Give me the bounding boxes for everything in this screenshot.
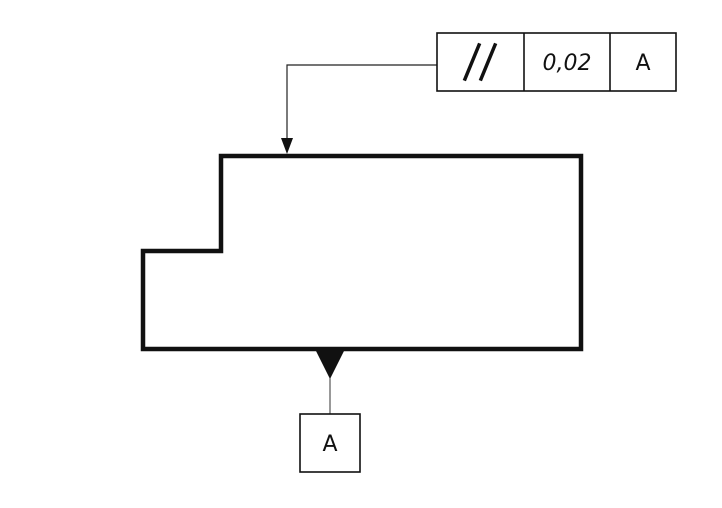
leader-arrowhead (281, 138, 293, 154)
fcf-border (436, 32, 677, 92)
part-outline (140, 153, 584, 352)
datum-feature-symbol: A (299, 351, 361, 473)
parallelism-icon (462, 42, 498, 82)
fcf-tolerance-value: 0,02 (543, 51, 592, 76)
leader-line (286, 64, 437, 140)
datum-triangle (316, 351, 344, 379)
datum-frame (299, 413, 361, 473)
fcf-datum-reference: A (635, 51, 650, 76)
datum-letter: A (322, 432, 337, 457)
feature-control-frame: 0,02 A (436, 32, 677, 92)
